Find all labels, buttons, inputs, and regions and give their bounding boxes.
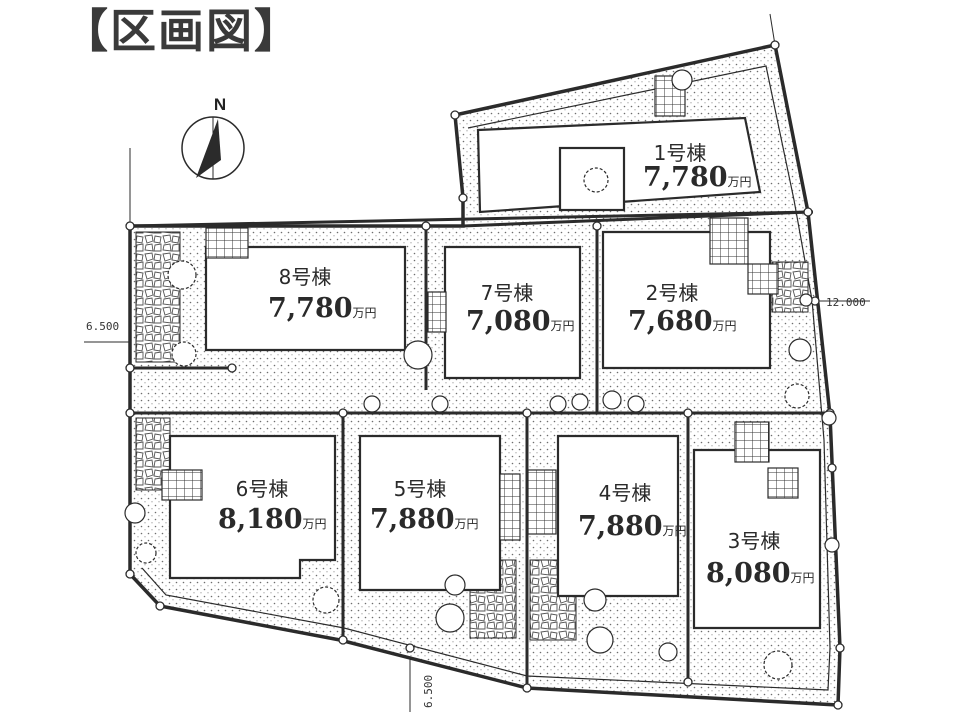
lot-price: 8,080: [706, 558, 791, 589]
lot-name: 3号棟: [728, 529, 781, 553]
lot-label-6: 6号棟 8,180万円: [218, 477, 327, 535]
trees: [124, 69, 840, 680]
stone-paving: [135, 231, 809, 641]
lot-name: 6号棟: [236, 477, 289, 501]
lot-price: 7,780: [268, 293, 353, 324]
lot-price: 8,180: [218, 504, 303, 535]
building-7-outline: [443, 245, 582, 380]
price-unit: 万円: [303, 517, 327, 531]
building-footprints: [168, 116, 822, 630]
svg-text:7,780万円: 7,780万円: [643, 162, 752, 193]
building-4-outline: [556, 434, 680, 598]
svg-text:8,080万円: 8,080万円: [706, 558, 815, 589]
building-5-outline: [358, 434, 502, 592]
svg-text:7,780万円: 7,780万円: [268, 293, 377, 324]
porch-grids: [161, 75, 799, 541]
lot-name: 1号棟: [654, 141, 707, 165]
lot-label-2: 2号棟 7,680万円: [628, 281, 737, 337]
svg-text:7,880万円: 7,880万円: [578, 511, 687, 542]
svg-text:7,880万円: 7,880万円: [370, 504, 479, 535]
lot-price: 7,880: [578, 511, 663, 542]
road-width-west: 6.500: [86, 320, 119, 333]
north-compass: N: [181, 95, 245, 180]
lot-boundaries: [129, 210, 830, 688]
lot-name: 2号棟: [646, 281, 699, 305]
lot-label-1: 1号棟 7,780万円: [643, 141, 752, 193]
lot-price: 7,680: [628, 306, 713, 337]
lot-name: 5号棟: [394, 477, 447, 501]
building-6-outline: [168, 434, 337, 580]
price-unit: 万円: [663, 524, 687, 538]
compass-label: N: [214, 95, 226, 114]
lot-name: 7号棟: [481, 281, 534, 305]
lot-label-3: 3号棟 8,080万円: [706, 529, 815, 589]
lot-price: 7,780: [643, 162, 728, 193]
lot-label-5: 5号棟 7,880万円: [370, 477, 479, 535]
road-lines: [84, 13, 870, 712]
price-unit: 万円: [353, 306, 377, 320]
lot-label-4: 4号棟 7,880万円: [578, 481, 687, 542]
road-width-east: 12.000: [826, 296, 866, 309]
price-unit: 万円: [551, 319, 575, 333]
road-width-south: 6.500: [422, 675, 435, 708]
lot-label-8: 8号棟 7,780万円: [268, 265, 377, 324]
price-unit: 万円: [728, 175, 752, 189]
lot-price: 7,880: [370, 504, 455, 535]
svg-text:7,080万円: 7,080万円: [466, 306, 575, 337]
svg-text:8,180万円: 8,180万円: [218, 504, 327, 535]
page-title: 【区画図】: [62, 4, 302, 58]
lot-label-7: 7号棟 7,080万円: [466, 281, 575, 337]
price-unit: 万円: [713, 319, 737, 333]
price-unit: 万円: [455, 517, 479, 531]
lot-price: 7,080: [466, 306, 551, 337]
price-unit: 万円: [791, 571, 815, 585]
lot-name: 4号棟: [599, 481, 652, 505]
svg-text:7,680万円: 7,680万円: [628, 306, 737, 337]
lot-name: 8号棟: [279, 265, 332, 289]
